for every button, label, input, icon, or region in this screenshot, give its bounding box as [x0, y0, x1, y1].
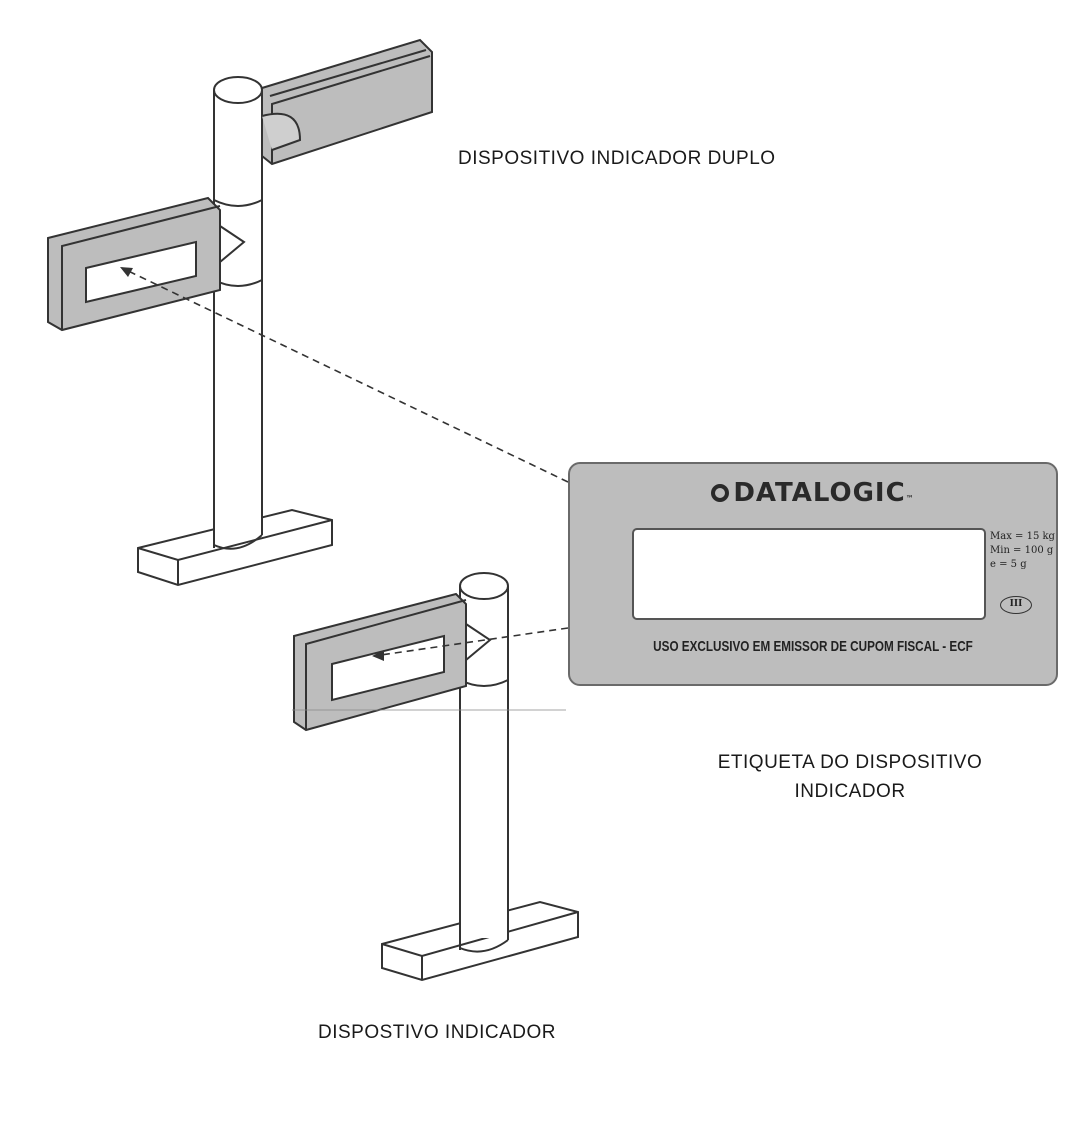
datalogic-logo: DATALOGIC™	[570, 478, 1056, 508]
callout-arrowheads	[120, 267, 384, 661]
spec-e: e = 5 g	[990, 559, 1027, 570]
dual-indicator-front-display	[47, 196, 246, 332]
caption-indicator-label: ETIQUETA DO DISPOSITIVO INDICADOR	[590, 748, 1078, 806]
spec-min: Min = 100 g	[990, 545, 1054, 556]
label-footer-text: USO EXCLUSIVO EM EMISSOR DE CUPOM FISCAL…	[653, 638, 973, 655]
logo-circle-icon	[711, 484, 730, 502]
certification-mark: III	[1000, 596, 1032, 614]
single-indicator-display	[293, 592, 492, 732]
brand-text: DATALOGIC	[733, 478, 906, 508]
caption-dual-indicator: DISPOSITIVO INDICADOR DUPLO	[458, 148, 776, 169]
indicator-label-card: DATALOGIC™ Max = 15 kg Min = 100 g e = 5…	[568, 462, 1058, 686]
caption-label-line2: INDICADOR	[794, 781, 906, 802]
label-display-window	[632, 528, 986, 620]
dual-indicator-upper-display	[261, 38, 433, 166]
dual-indicator-pole	[137, 76, 333, 587]
spec-max: Max = 15 kg	[990, 531, 1055, 542]
caption-label-line1: ETIQUETA DO DISPOSITIVO	[717, 752, 983, 773]
caption-single-indicator: DISPOSTIVO INDICADOR	[318, 1022, 557, 1043]
label-specs: Max = 15 kg Min = 100 g e = 5 g	[990, 530, 1055, 572]
trademark: ™	[905, 494, 915, 503]
callout-lines	[121, 267, 569, 657]
